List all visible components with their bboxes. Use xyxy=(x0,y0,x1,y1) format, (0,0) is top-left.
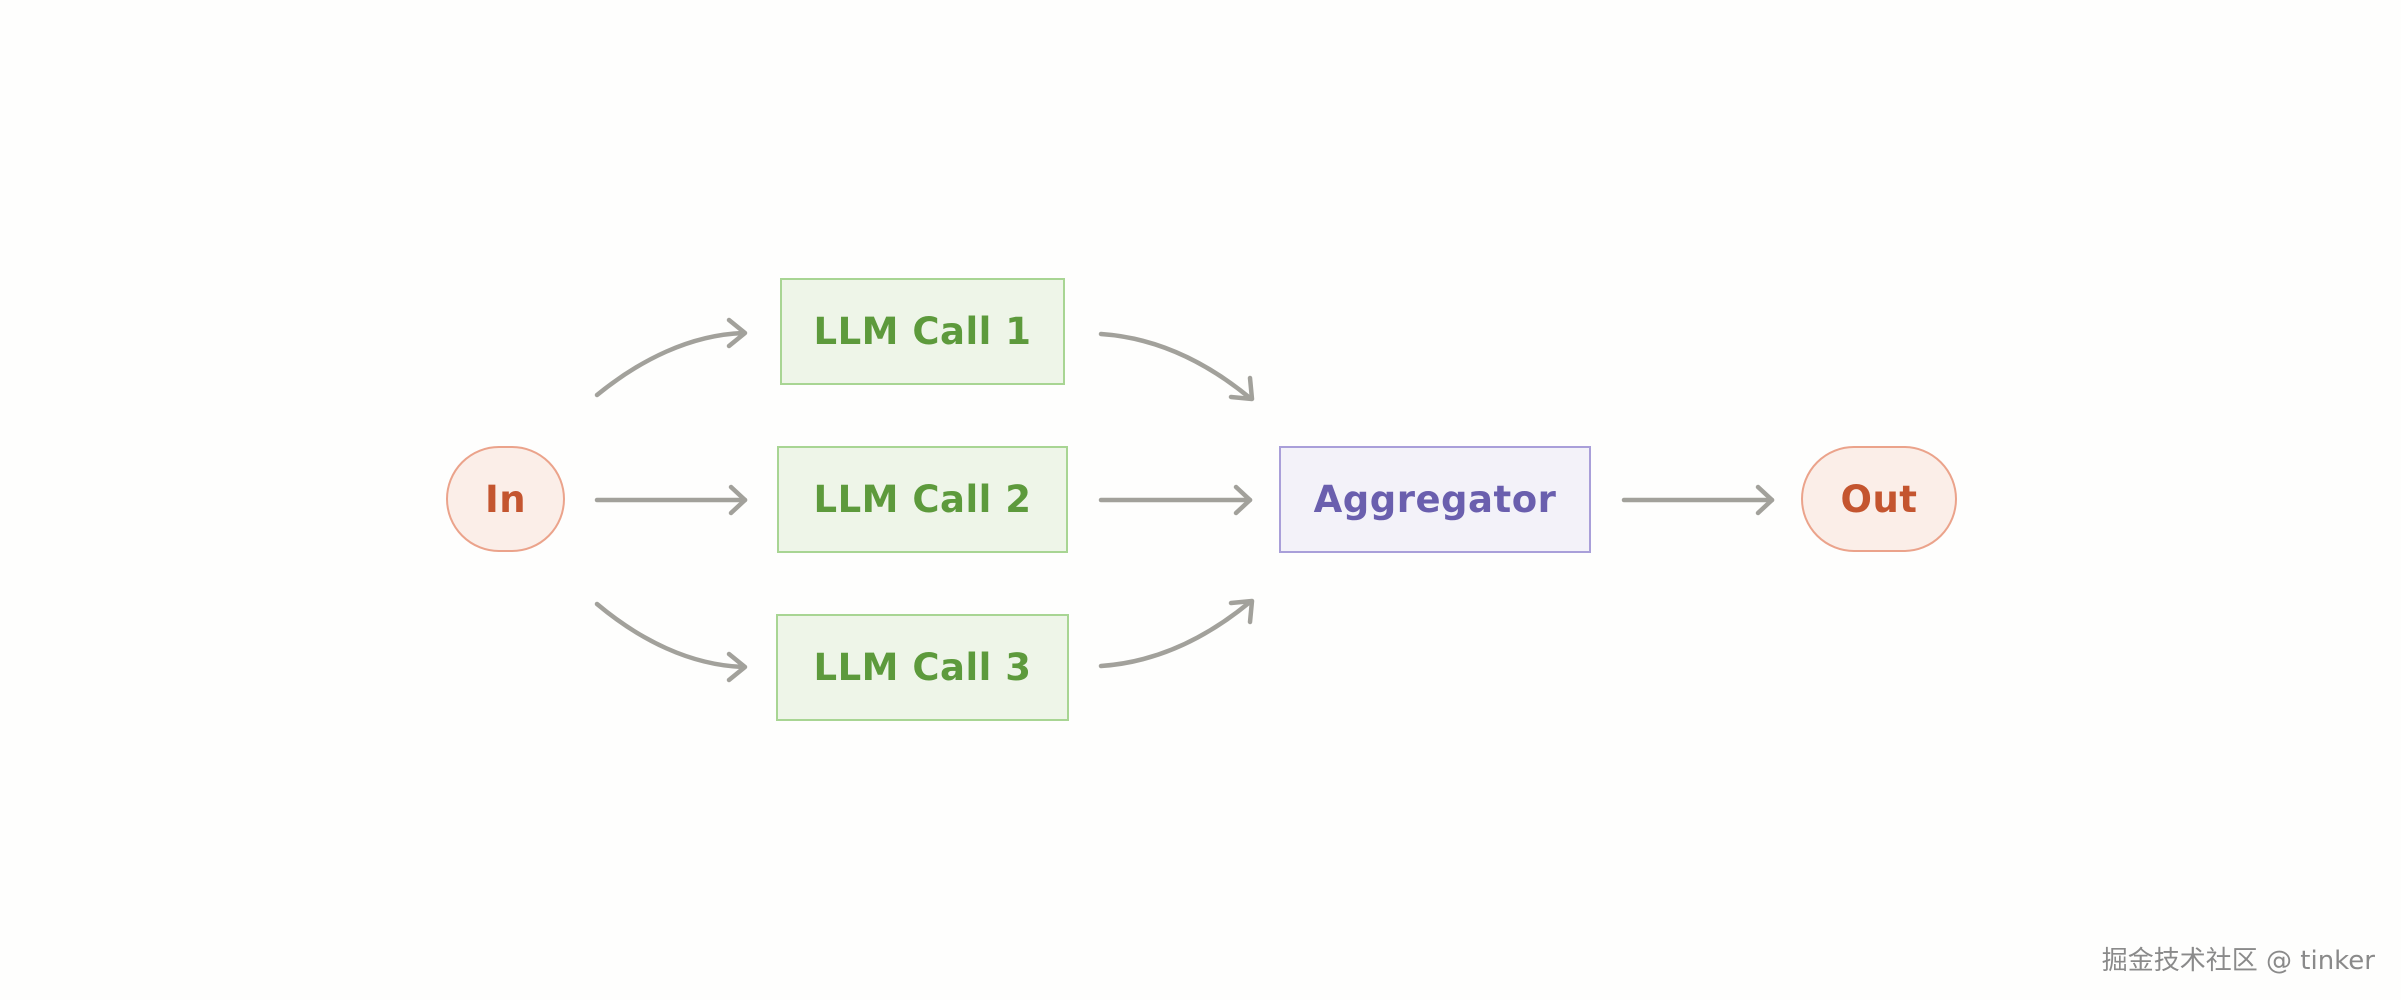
arrow-in-to-call-1 xyxy=(594,317,748,398)
arrow-call-1-to-aggregator xyxy=(1098,331,1255,402)
arrow-call-3-to-aggregator xyxy=(1098,598,1255,669)
llm-call-2-node: LLM Call 2 xyxy=(777,446,1068,553)
llm-call-3-label: LLM Call 3 xyxy=(813,646,1032,689)
arrow-in-to-call-3 xyxy=(594,601,748,683)
watermark-text: 掘金技术社区 @ tinker xyxy=(2101,946,2375,976)
aggregator-label: Aggregator xyxy=(1313,478,1557,521)
arrow-in-to-call-2 xyxy=(594,484,748,516)
output-node-label: Out xyxy=(1840,477,1918,521)
input-node-label: In xyxy=(484,477,527,521)
input-node: In xyxy=(446,446,565,552)
arrow-call-2-to-aggregator xyxy=(1098,484,1253,516)
llm-call-2-label: LLM Call 2 xyxy=(813,478,1032,521)
arrow-aggregator-to-out xyxy=(1621,484,1775,516)
output-node: Out xyxy=(1801,446,1957,552)
llm-call-1-label: LLM Call 1 xyxy=(813,310,1032,353)
llm-call-3-node: LLM Call 3 xyxy=(776,614,1069,721)
llm-call-1-node: LLM Call 1 xyxy=(780,278,1065,385)
aggregator-node: Aggregator xyxy=(1279,446,1591,553)
